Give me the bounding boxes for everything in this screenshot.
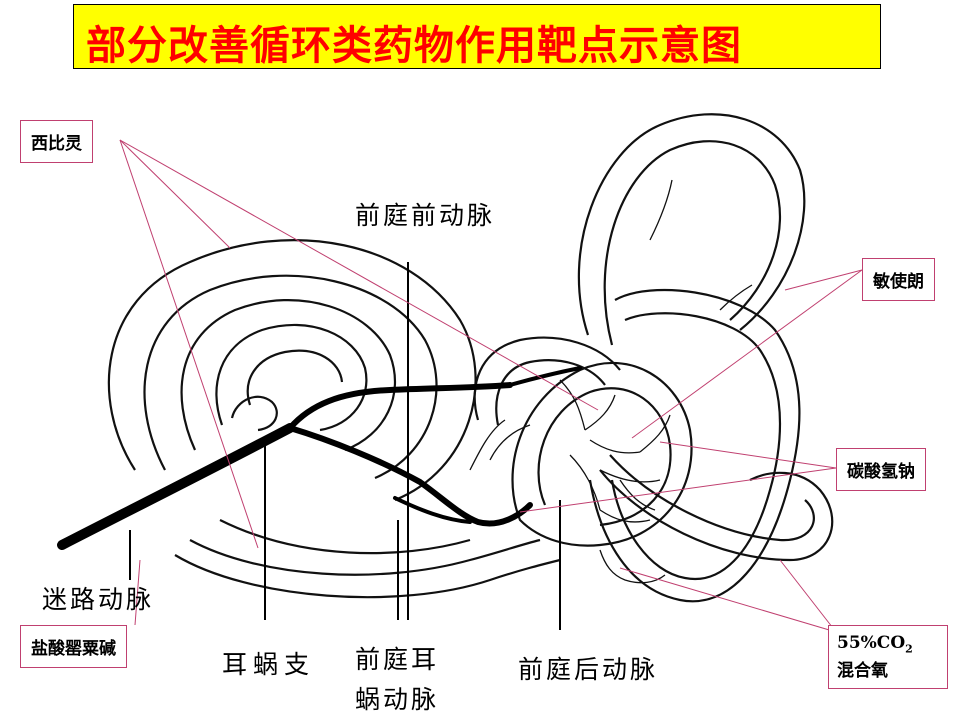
- vestibular-vessels: [469, 179, 753, 584]
- title-banner: 部分改善循环类药物作用靶点示意图: [73, 4, 881, 69]
- labyrinthine-artery: [57, 366, 582, 550]
- drug-label-co2-line2: 混合氧: [837, 661, 888, 682]
- co2-pointer-1: [779, 559, 837, 633]
- drug-label-co2-line1: 55%CO2: [837, 633, 913, 656]
- flunarizine-pointer-1: [119, 139, 231, 249]
- label-vestibulocochlear-line1: 前庭耳: [355, 645, 440, 674]
- drug-box-papaverine: 盐酸罂粟碱: [20, 625, 127, 668]
- drug-label-papaverine: 盐酸罂粟碱: [31, 639, 116, 659]
- drug-pointer-lines: [119, 139, 863, 633]
- drug-label-flunarizine: 西比灵: [31, 134, 82, 154]
- semicircular-canals: [473, 113, 834, 603]
- label-posterior-vestibular-artery: 前庭后动脉: [518, 655, 659, 684]
- label-labyrinthine-artery: 迷路动脉: [42, 585, 155, 614]
- label-vestibulocochlear-line2: 蜗动脉: [355, 685, 440, 714]
- drug-box-sodium-bicarbonate: 碳酸氢钠: [836, 448, 926, 491]
- drug-label-betahistine: 敏使朗: [873, 272, 924, 292]
- cochlea-spiral: [107, 239, 561, 599]
- bicarbonate-pointer-1: [659, 441, 837, 469]
- anatomy-leader-lines: [129, 262, 561, 630]
- page-title: 部分改善循环类药物作用靶点示意图: [86, 23, 742, 69]
- betahistine-pointer-2: [631, 269, 863, 439]
- drug-label-sodium-bicarbonate: 碳酸氢钠: [847, 462, 915, 482]
- drug-box-betahistine: 敏使朗: [862, 258, 935, 301]
- co2-pointer-2: [619, 567, 837, 633]
- drug-box-co2-oxygen: 55%CO2 混合氧: [828, 625, 948, 690]
- betahistine-pointer-1: [784, 269, 863, 291]
- flunarizine-pointer-2: [119, 139, 259, 549]
- papaverine-pointer: [134, 559, 141, 626]
- label-cochlear-branch: 耳蜗支: [222, 650, 316, 679]
- flunarizine-pointer-3: [119, 139, 599, 411]
- drug-box-flunarizine: 西比灵: [20, 120, 93, 163]
- bicarbonate-pointer-2: [519, 467, 837, 513]
- label-anterior-vestibular-artery: 前庭前动脉: [355, 201, 496, 230]
